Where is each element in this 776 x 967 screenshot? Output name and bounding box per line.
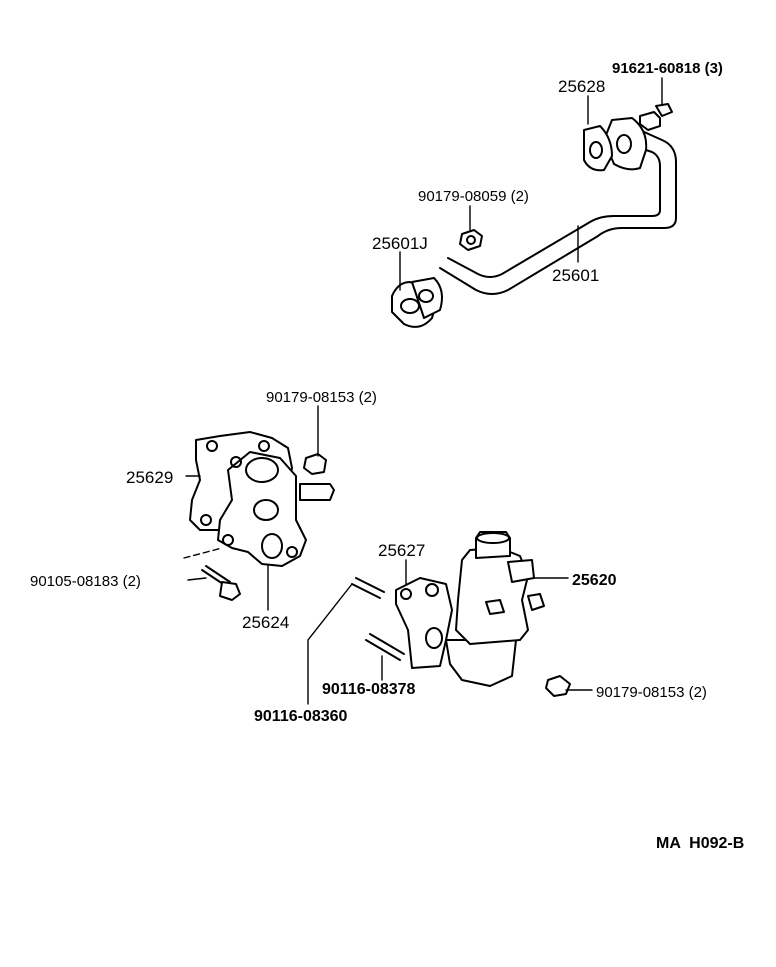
gasket-25628 [583,125,613,172]
label-stud-long: 90116-08378 [322,681,416,698]
stud-90116-08360 [351,577,385,599]
label-nut-bottom: 90179-08153 (2) [596,684,707,701]
nut-90179-08059 [459,229,483,251]
bolt-91621 [639,103,673,131]
label-gasket-adapter: 25629 [126,468,173,487]
label-adapter: 25624 [242,613,289,632]
leader-lines [185,77,663,705]
label-nut-top: 90179-08059 (2) [418,188,529,205]
gasket-25627 [395,577,453,669]
bolt-90105-08183 [201,565,241,601]
label-gasket-top: 25628 [558,77,605,96]
egr-pipe [439,126,677,295]
label-pipe: 25601 [552,266,599,285]
pipe-flange-top [603,117,648,171]
assembly-dashed-line [183,547,223,559]
label-nut-mid: 90179-08153 (2) [266,389,377,406]
label-gasket-valve: 25627 [378,541,425,560]
drawing-code: MA H092-B [656,835,744,852]
label-stud-short: 90116-08360 [254,708,348,725]
adapter-25624 [217,451,335,567]
nut-90179-08153-mid [303,453,327,475]
nut-90179-08153-bottom [545,675,571,697]
egr-valve-25620 [445,531,545,687]
stud-90116-08378 [365,633,405,661]
label-valve: 25620 [572,572,617,589]
label-bolt-left: 90105-08183 (2) [30,573,141,590]
label-bolt-top: 91621-60818 (3) [612,60,723,77]
label-gasket-pipe: 25601J [372,234,428,253]
gasket-25601J [391,277,443,328]
